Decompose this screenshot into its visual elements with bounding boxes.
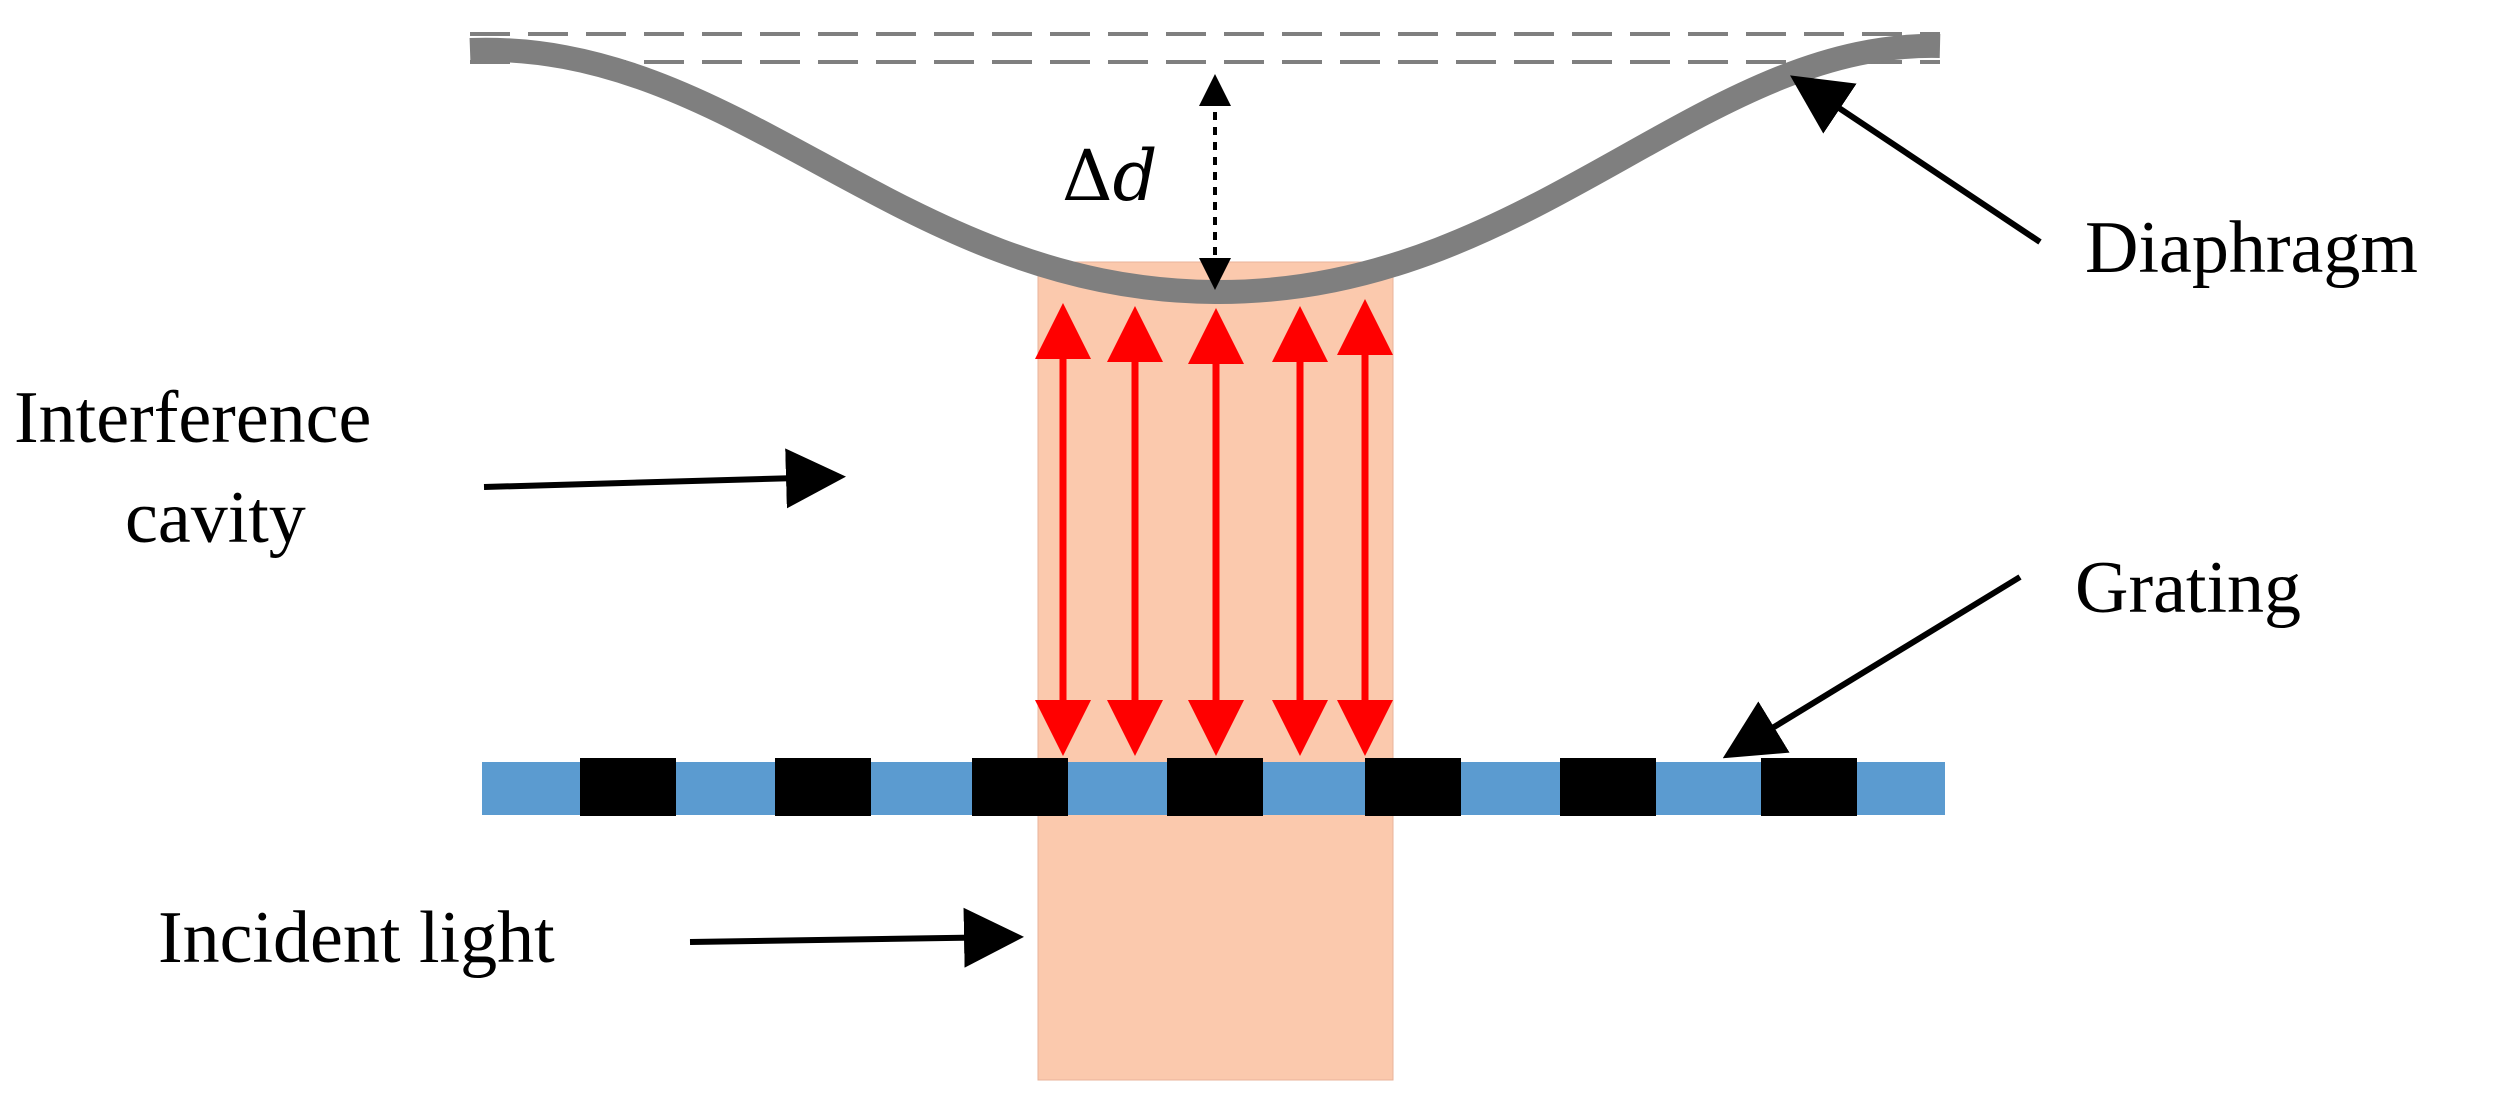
reflection-arrows [1035,299,1393,756]
incident-light-pointer-arrow [689,907,1024,968]
diaphragm-rest-position [470,32,1940,64]
grating-block [1167,758,1263,816]
grating-pointer-arrow [1722,574,2022,759]
grating-block [1365,758,1461,816]
grating-block [775,758,871,816]
grating-block [1560,758,1656,816]
incident-light-label: Incident light [158,897,555,979]
grating [482,758,1945,816]
interference-cavity-label-line2: cavity [125,477,306,559]
grating-block [580,758,676,816]
diaphragm-pointer-arrow [1790,75,2042,245]
grating-block [1761,758,1857,816]
interference-cavity-pointer-arrow [483,448,846,509]
diaphragm-label: Diaphragm [2085,207,2418,289]
delta-d-label: Δd [1062,135,1157,217]
grating-block [972,758,1068,816]
interference-cavity-label-line1: Interference [14,377,371,459]
diaphragm [469,33,1941,305]
grating-label: Grating [2075,547,2301,629]
